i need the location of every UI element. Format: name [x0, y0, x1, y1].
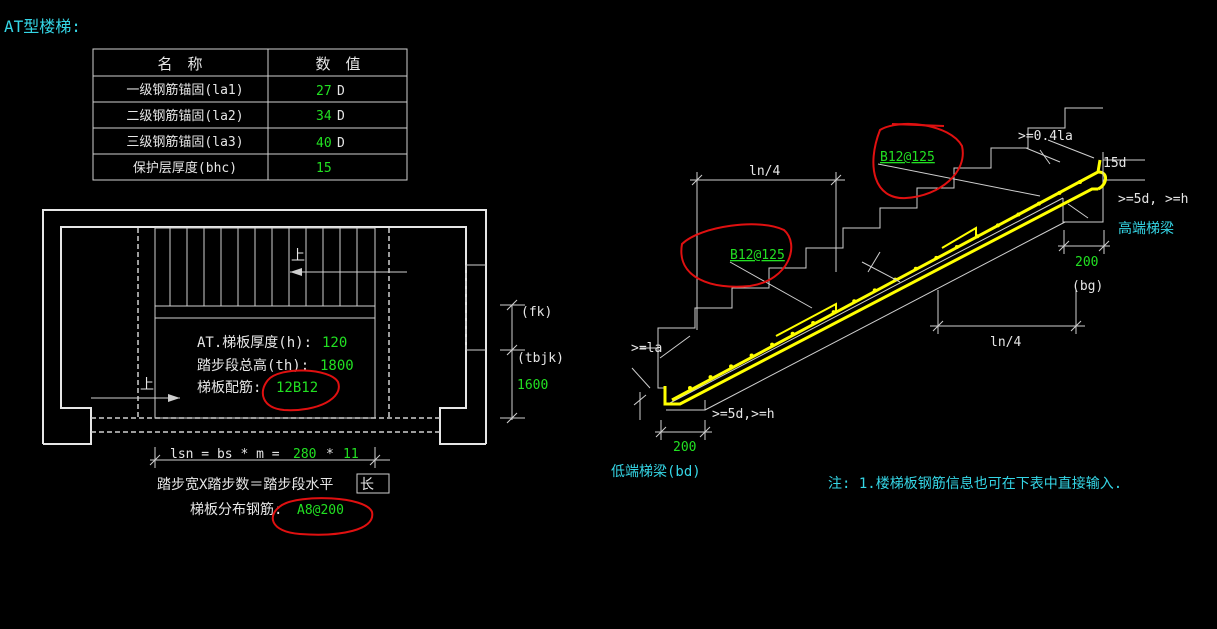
table-cell-value[interactable]: 27	[316, 84, 332, 99]
bd-value[interactable]: 200	[673, 440, 696, 455]
total-height-label: 踏步段总高(th):	[197, 357, 309, 374]
table-header-name: 名 称	[157, 55, 202, 73]
rebar-top-label[interactable]: B12@125	[880, 150, 935, 165]
stair-section-view: ln/4 ln/4 B12@125 B12@125 >=0.4la 15d >=…	[611, 107, 1188, 480]
parameter-table: 名 称 数 值 一级钢筋锚固(la1) 27 D 二级钢筋锚固(la2) 34 …	[92, 48, 408, 181]
lsn-caption-boxed: 长	[360, 477, 374, 493]
low-beam-label: 低端梯梁(bd)	[611, 464, 701, 480]
total-height-value[interactable]: 1800	[320, 358, 354, 374]
fk-label: (fk)	[521, 305, 552, 320]
low-5d-label: >=5d,>=h	[712, 407, 775, 422]
times-sign: *	[326, 447, 334, 462]
bs-value[interactable]: 280	[293, 447, 316, 462]
up-label-lower: 上	[140, 377, 154, 393]
drawing-title: AT型楼梯:	[4, 17, 81, 36]
la-label: >=la	[631, 341, 662, 356]
table-cell-unit: D	[337, 84, 345, 99]
thickness-value[interactable]: 120	[322, 335, 347, 351]
table-row-name: 一级钢筋锚固(la1)	[126, 82, 243, 98]
m-value[interactable]: 11	[343, 447, 359, 462]
rebar-label: 梯板配筋:	[197, 379, 261, 396]
table-cell-value[interactable]: 40	[316, 136, 332, 151]
tbjk-label: (tbjk)	[517, 351, 564, 366]
table-cell-unit: D	[337, 109, 345, 124]
high-5d-label: >=5d, >=h	[1118, 192, 1188, 207]
table-row-name: 二级钢筋锚固(la2)	[126, 108, 243, 124]
stair-plan-view: 上 上 AT.梯板厚度(h): 120 踏步段总高(th): 1800 梯板配筋…	[42, 209, 564, 536]
up-label-upper: 上	[291, 248, 305, 264]
ln4-left-label: ln/4	[749, 164, 780, 179]
table-cell-value[interactable]: 34	[316, 109, 332, 124]
bg-label: (bg)	[1072, 279, 1103, 294]
rebar-mid-label[interactable]: B12@125	[730, 248, 785, 263]
table-row-name: 三级钢筋锚固(la3)	[126, 134, 243, 150]
anchor-top-label: >=0.4la	[1018, 129, 1073, 144]
note-text: 注: 1.楼梯板钢筋信息也可在下表中直接输入.	[828, 475, 1122, 492]
table-header-value: 数 值	[315, 55, 360, 73]
thickness-label: AT.梯板厚度(h):	[197, 335, 312, 351]
table-cell-value[interactable]: 15	[316, 161, 332, 176]
lsn-caption: 踏步宽X踏步数＝踏步段水平	[157, 476, 333, 493]
lsn-formula: lsn = bs * m =	[170, 447, 280, 462]
rebar-value[interactable]: 12B12	[276, 380, 318, 396]
bg-value[interactable]: 200	[1075, 255, 1098, 270]
ln4-right-label: ln/4	[990, 335, 1021, 350]
hook-15d-label: 15d	[1103, 156, 1126, 171]
high-beam-label: 高端梯梁	[1118, 220, 1174, 237]
table-cell-unit: D	[337, 136, 345, 151]
tbjk-value[interactable]: 1600	[517, 378, 548, 393]
table-row-name: 保护层厚度(bhc)	[133, 160, 237, 176]
distribution-rebar-value[interactable]: A8@200	[297, 503, 344, 518]
distribution-rebar-label: 梯板分布钢筋:	[190, 501, 282, 518]
